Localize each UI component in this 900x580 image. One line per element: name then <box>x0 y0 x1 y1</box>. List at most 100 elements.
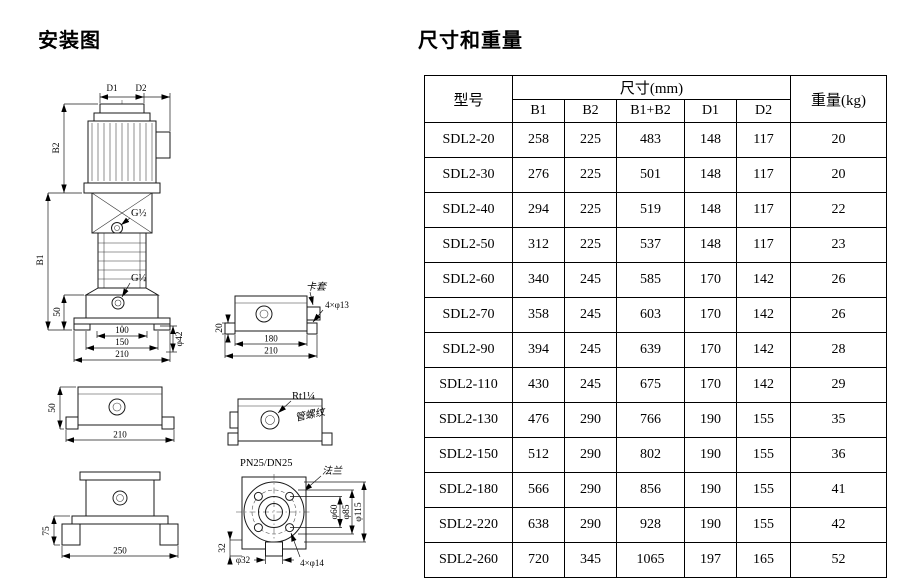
d1-cell: 148 <box>684 122 737 158</box>
table-row: SDL2-40 294 225 519 148 117 22 <box>424 192 888 228</box>
b1b2-cell: 501 <box>616 157 685 193</box>
d2-cell: 142 <box>735 332 792 368</box>
d2-cell: 117 <box>735 227 792 263</box>
b2-cell: 225 <box>564 122 617 158</box>
flange-bolt-hole <box>253 523 263 533</box>
b2-cell: 245 <box>564 297 617 333</box>
dim-label-210: 210 <box>115 349 129 359</box>
b2-cell: 290 <box>564 507 617 543</box>
model-cell: SDL2-30 <box>424 157 513 193</box>
b1-cell: 312 <box>512 227 565 263</box>
model-cell: SDL2-50 <box>424 227 513 263</box>
b1b2-cell: 856 <box>616 472 685 508</box>
table-row: SDL2-180 566 290 856 190 155 41 <box>424 472 888 508</box>
table-row: SDL2-60 340 245 585 170 142 26 <box>424 262 888 298</box>
d2-cell: 142 <box>735 262 792 298</box>
dimensions-table: 型号 尺寸(mm) 重量(kg) B1 B2 B1+B2 D1 D2 SDL2-… <box>424 75 888 578</box>
weight-cell: 20 <box>790 157 888 193</box>
model-cell: SDL2-70 <box>424 297 513 333</box>
weight-cell: 52 <box>790 542 888 578</box>
d1-cell: 197 <box>684 542 737 578</box>
b1b2-cell: 537 <box>616 227 685 263</box>
d1-cell: 190 <box>684 507 737 543</box>
plain-base-view: 50 210 <box>48 386 175 443</box>
port-thread-label: G½ <box>131 273 147 284</box>
b1b2-cell: 585 <box>616 262 685 298</box>
flange-bore <box>265 503 283 521</box>
model-cell: SDL2-220 <box>424 507 513 543</box>
table-row: SDL2-20 258 225 483 148 117 20 <box>424 122 888 158</box>
model-cell: SDL2-110 <box>424 367 513 403</box>
model-cell: SDL2-130 <box>424 402 513 438</box>
d2-cell: 155 <box>735 472 792 508</box>
dim-label-b2: B2 <box>52 142 62 153</box>
weight-cell: 23 <box>790 227 888 263</box>
dim-label-150: 150 <box>115 337 129 347</box>
table-row: SDL2-70 358 245 603 170 142 26 <box>424 297 888 333</box>
b1-cell: 638 <box>512 507 565 543</box>
b1b2-cell: 603 <box>616 297 685 333</box>
b1-cell: 276 <box>512 157 565 193</box>
b2-header: B2 <box>564 99 617 123</box>
b1b2-cell: 639 <box>616 332 685 368</box>
dimensions-section: 尺寸和重量 型号 尺寸(mm) 重量(kg) B1 B2 B1+B2 D1 D2… <box>415 0 900 580</box>
dim-label-dia115: φ115 <box>354 502 364 522</box>
b2-cell: 290 <box>564 472 617 508</box>
table-row: SDL2-220 638 290 928 190 155 42 <box>424 507 888 543</box>
weight-cell: 29 <box>790 367 888 403</box>
model-cell: SDL2-180 <box>424 472 513 508</box>
table-row: SDL2-130 476 290 766 190 155 35 <box>424 402 888 438</box>
clamp-port-base-view: 卡套 4×φ13 20 180 210 <box>215 281 349 359</box>
table-row: SDL2-30 276 225 501 148 117 20 <box>424 157 888 193</box>
b1-cell: 476 <box>512 402 565 438</box>
model-cell: SDL2-150 <box>424 437 513 473</box>
discharge-port <box>111 222 123 234</box>
dim-label-b1: B1 <box>36 254 46 265</box>
dim-label-210: 210 <box>113 430 127 440</box>
d1-cell: 170 <box>684 262 737 298</box>
b1b2-cell: 519 <box>616 192 685 228</box>
d1-cell: 170 <box>684 332 737 368</box>
dimensions-title: 尺寸和重量 <box>418 30 523 52</box>
d1-cell: 170 <box>684 297 737 333</box>
d2-cell: 155 <box>735 402 792 438</box>
dim-label-d1: D1 <box>107 83 118 93</box>
d2-header: D2 <box>735 99 792 123</box>
b1-cell: 294 <box>512 192 565 228</box>
b2-cell: 245 <box>564 367 617 403</box>
weight-cell: 35 <box>790 402 888 438</box>
pump-elevation-view: G½ G½ D1 D2 B2 B1 50 <box>36 83 185 363</box>
flange-spec-label: PN25/DN25 <box>240 458 293 469</box>
b1b2-cell: 675 <box>616 367 685 403</box>
d2-cell: 155 <box>735 507 792 543</box>
weight-cell: 20 <box>790 122 888 158</box>
terminal-box <box>155 131 171 159</box>
b1-cell: 394 <box>512 332 565 368</box>
b1b2-cell: 766 <box>616 402 685 438</box>
table-body: SDL2-20 258 225 483 148 117 20 SDL2-30 2… <box>424 122 888 578</box>
dim-label-100: 100 <box>115 325 129 335</box>
b1-header: B1 <box>512 99 565 123</box>
model-header: 型号 <box>424 75 513 123</box>
d1-cell: 190 <box>684 402 737 438</box>
weight-header: 重量(kg) <box>790 75 888 123</box>
d1-cell: 190 <box>684 437 737 473</box>
weight-cell: 26 <box>790 262 888 298</box>
port-thread-label: G½ <box>131 208 147 219</box>
flange-label: 法兰 <box>322 465 343 477</box>
dim-label-180: 180 <box>264 334 278 344</box>
weight-cell: 41 <box>790 472 888 508</box>
d2-cell: 142 <box>735 297 792 333</box>
d2-cell: 142 <box>735 367 792 403</box>
pipe-thread-base-view: Rt1¼ 管螺纹 <box>227 391 333 446</box>
weight-cell: 28 <box>790 332 888 368</box>
d1-cell: 190 <box>684 472 737 508</box>
suction-port <box>111 296 125 310</box>
installation-title: 安装图 <box>38 30 101 52</box>
b2-cell: 225 <box>564 157 617 193</box>
b1b2-cell: 802 <box>616 437 685 473</box>
b2-cell: 245 <box>564 262 617 298</box>
b1-cell: 258 <box>512 122 565 158</box>
dim-label-dia60: φ60 <box>330 504 340 519</box>
d1-cell: 148 <box>684 227 737 263</box>
